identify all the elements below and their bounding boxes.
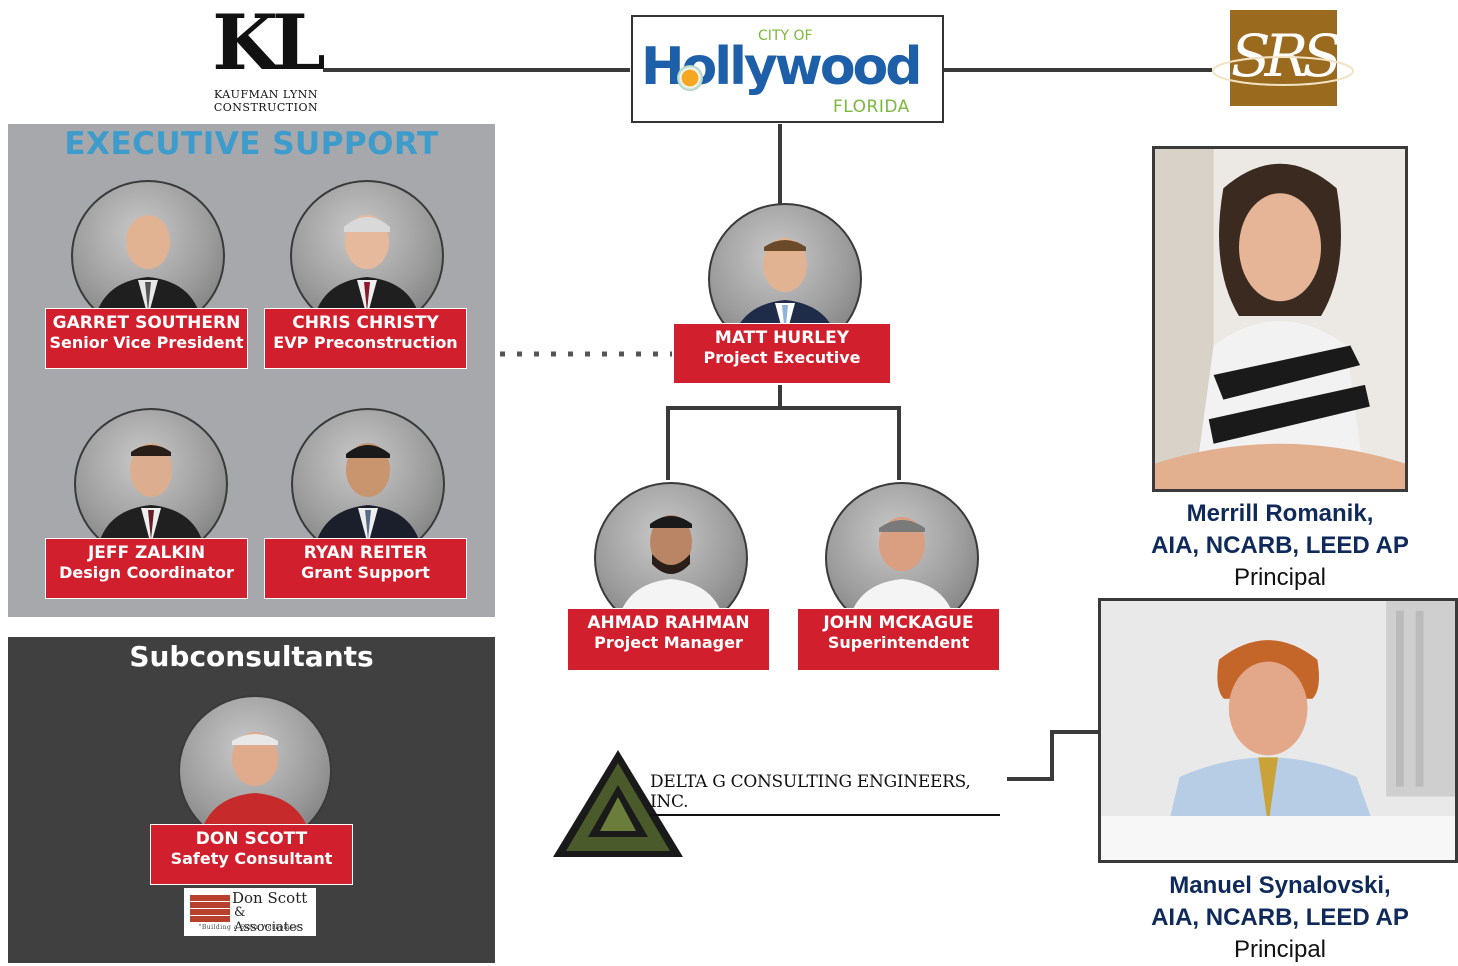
srs-logo-mark: SRS (1230, 22, 1342, 90)
executive-support-title: EXECUTIVE SUPPORT (64, 126, 439, 162)
jeff-zalkin-photo (74, 408, 228, 560)
srs-swoosh-icon (1212, 56, 1354, 86)
hollywood-state: FLORIDA (833, 97, 910, 117)
don-scott-associates-logo: Don Scott & Associates "Building a Safer… (184, 888, 316, 936)
chris-christy-role: EVP Preconstruction (273, 333, 458, 352)
delta-g-name: DELTA G CONSULTING ENGINEERS, INC. (650, 772, 971, 812)
manuel-synalovski-caption: Manuel Synalovski, AIA, NCARB, LEED AP P… (1110, 870, 1450, 966)
ahmad-rahman-role: Project Manager (594, 633, 743, 652)
don-scott-role: Safety Consultant (170, 849, 333, 868)
ryan-reiter-name: RYAN REITER (303, 543, 428, 563)
chris-christy-nameplate: CHRIS CHRISTY EVP Preconstruction (264, 308, 467, 369)
merrill-romanik-credentials: AIA, NCARB, LEED AP (1151, 532, 1409, 559)
matt-hurley-role: Project Executive (703, 348, 861, 367)
ahmad-rahman-nameplate: AHMAD RAHMAN Project Manager (567, 608, 770, 671)
manuel-synalovski-name: Manuel Synalovski, (1169, 872, 1391, 899)
don-scott-logo-line1: Don Scott (232, 889, 308, 907)
john-mckague-role: Superintendent (827, 633, 970, 652)
matt-hurley-nameplate: MATT HURLEY Project Executive (673, 323, 891, 384)
delta-g-logo: DELTA G CONSULTING ENGINEERS, INC. (650, 772, 1000, 816)
garret-southern-role: Senior Vice President (49, 333, 244, 352)
brick-wall-icon (190, 894, 230, 922)
merrill-romanik-title: Principal (1233, 564, 1327, 591)
don-scott-logo-tagline: "Building a Safer Workplace" (198, 924, 302, 931)
manuel-synalovski-credentials: AIA, NCARB, LEED AP (1151, 904, 1409, 931)
merrill-romanik-caption: Merrill Romanik, AIA, NCARB, LEED AP Pri… (1110, 498, 1450, 594)
merrill-romanik-photo (1152, 146, 1408, 492)
matt-hurley-name: MATT HURLEY (714, 328, 850, 348)
srs-logo: SRS (1212, 10, 1354, 106)
kl-logo-line2: CONSTRUCTION (213, 101, 319, 114)
ryan-reiter-nameplate: RYAN REITER Grant Support (264, 538, 467, 599)
delta-g-triangle-icon (553, 750, 683, 857)
chris-christy-name: CHRIS CHRISTY (292, 313, 439, 333)
don-scott-nameplate: DON SCOTT Safety Consultant (150, 824, 353, 885)
ahmad-rahman-name: AHMAD RAHMAN (587, 613, 750, 633)
merrill-romanik-name: Merrill Romanik, (1186, 500, 1374, 527)
jeff-zalkin-role: Design Coordinator (59, 563, 234, 582)
manuel-synalovski-title: Principal (1233, 936, 1327, 963)
garret-southern-nameplate: GARRET SOUTHERN Senior Vice President (45, 308, 248, 369)
jeff-zalkin-name: JEFF ZALKIN (87, 543, 206, 563)
hollywood-city-of: CITY OF (758, 28, 813, 44)
delta-to-manuel-line (1007, 730, 1100, 781)
don-scott-logo-line2: & Associates (234, 905, 304, 935)
subconsultants-title: Subconsultants (129, 640, 374, 673)
garret-southern-name: GARRET SOUTHERN (52, 313, 241, 333)
hollywood-sun-icon (677, 65, 703, 91)
city-of-hollywood-logo: CITY OF Hollywood FLORIDA (631, 15, 944, 123)
john-mckague-name: JOHN MCKAGUE (823, 613, 974, 633)
manuel-synalovski-photo (1098, 598, 1458, 863)
don-scott-name: DON SCOTT (195, 829, 308, 849)
kaufman-lynn-logo: KL KAUFMAN LYNN CONSTRUCTION (205, 0, 327, 118)
jeff-zalkin-nameplate: JEFF ZALKIN Design Coordinator (45, 538, 248, 599)
kl-logo-mark: KL (212, 0, 326, 87)
ryan-reiter-role: Grant Support (301, 563, 430, 582)
john-mckague-nameplate: JOHN MCKAGUE Superintendent (797, 608, 1000, 671)
kl-logo-line1: KAUFMAN LYNN (213, 88, 319, 101)
